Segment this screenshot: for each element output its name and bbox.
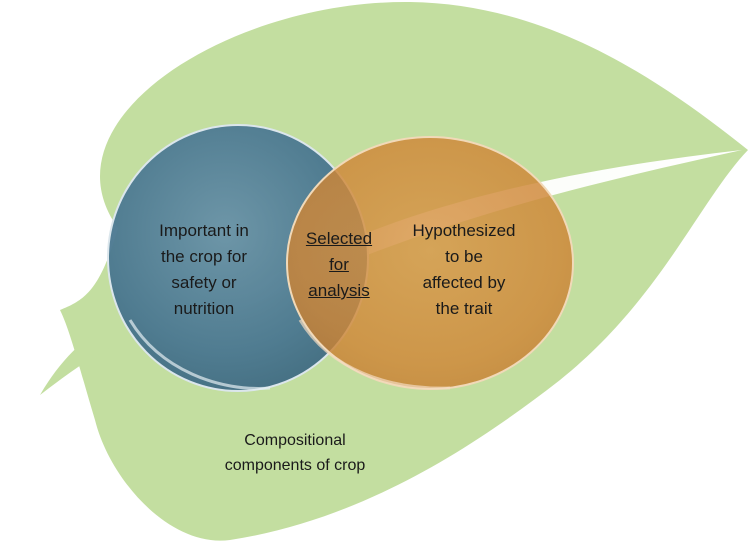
left-label-line: Important in (159, 221, 249, 240)
intersection-label-line: for (329, 255, 349, 274)
left-label-line: safety or (171, 273, 237, 292)
left-label-line: the crop for (161, 247, 247, 266)
leaf-label-line: components of crop (224, 457, 366, 474)
right-label-line: to be (445, 247, 483, 266)
leaf-label-line: Compositional (244, 432, 346, 449)
leaf-label: Compositional components of crop (200, 428, 390, 478)
intersection-label: Selected for analysis (287, 226, 391, 304)
right-label-line: affected by (422, 273, 506, 292)
left-circle-rim-highlight (128, 319, 271, 390)
intersection-label-line: Selected (305, 229, 373, 248)
right-circle-rim-highlight (298, 319, 451, 390)
leaf-stem (40, 318, 128, 395)
intersection-label-line: analysis (308, 281, 370, 300)
right-label-line: the trait (435, 299, 493, 318)
right-label-line: Hypothesized (412, 221, 516, 240)
left-circle-label: Important in the crop for safety or nutr… (138, 218, 270, 322)
right-circle-label: Hypothesized to be affected by the trait (405, 218, 523, 322)
left-label-line: nutrition (173, 299, 235, 318)
